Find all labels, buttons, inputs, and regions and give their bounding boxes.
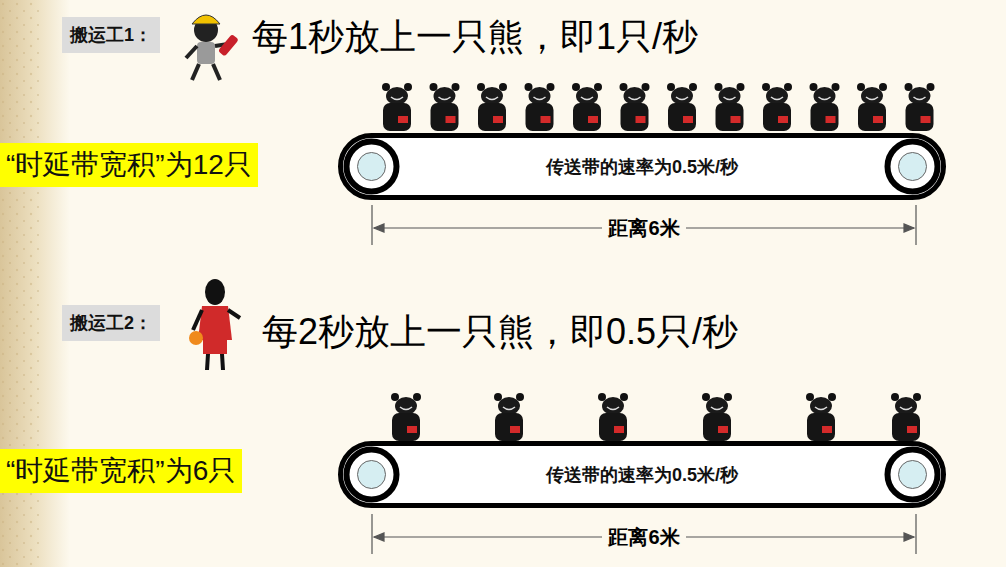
dimension-line xyxy=(372,205,916,245)
conveyor-belt: 传送带的速率为0.5米/秒 xyxy=(338,441,946,508)
node-text: 搬运工1： xyxy=(70,25,152,45)
bear-icon xyxy=(905,83,935,131)
worker-figure xyxy=(186,15,239,80)
worker-tag: 搬运工1： xyxy=(62,17,160,53)
bear-icon xyxy=(620,83,650,131)
bear-icon xyxy=(494,393,524,441)
bear-icon xyxy=(810,83,840,131)
highlight-band: “时延带宽积”为6只 xyxy=(0,449,242,493)
bear-icon xyxy=(391,393,421,441)
bear-icon xyxy=(572,83,602,131)
node-text: 搬运工2： xyxy=(70,313,152,333)
node-text: “时延带宽积”为12只 xyxy=(6,149,252,180)
dimension-line xyxy=(372,514,916,554)
bear-icon xyxy=(857,83,887,131)
dimension-label: 距离6米 xyxy=(602,524,685,551)
node-text: 传送带的速率为0.5米/秒 xyxy=(546,463,738,487)
bear-icon xyxy=(525,83,555,131)
bear-icon xyxy=(762,83,792,131)
rate-text: 每1秒放上一只熊，即1只/秒 xyxy=(252,13,698,62)
bear-icon xyxy=(382,83,412,131)
bear-icon xyxy=(477,83,507,131)
bear-icon xyxy=(598,393,628,441)
dimension-label: 距离6米 xyxy=(602,215,685,242)
bear-icon xyxy=(806,393,836,441)
worker-figure xyxy=(189,279,240,370)
bear-icon xyxy=(715,83,745,131)
rate-text: 每2秒放上一只熊，即0.5只/秒 xyxy=(262,308,738,357)
bear-icon xyxy=(702,393,732,441)
worker-tag: 搬运工2： xyxy=(62,305,160,341)
node-text: “时延带宽积”为6只 xyxy=(6,455,236,486)
highlight-band: “时延带宽积”为12只 xyxy=(0,143,258,187)
bear-icon xyxy=(430,83,460,131)
conveyor-belt: 传送带的速率为0.5米/秒 xyxy=(338,133,946,200)
bear-icon xyxy=(891,393,921,441)
bear-icon xyxy=(667,83,697,131)
node-text: 传送带的速率为0.5米/秒 xyxy=(546,155,738,179)
